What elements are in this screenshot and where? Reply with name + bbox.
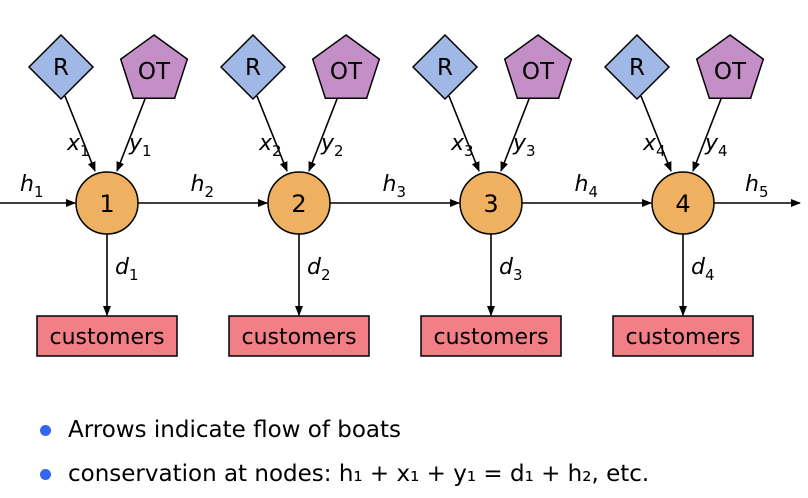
h-label: h5 xyxy=(745,172,769,201)
ot-pentagon-shape xyxy=(503,34,573,100)
h-label: h2 xyxy=(191,172,215,201)
customers-rect xyxy=(612,315,754,357)
bullet-item-conservation: conservation at nodes: h₁ + x₁ + y₁ = d₁… xyxy=(40,452,649,496)
flow-arrows: h1 h2 h3 h4 h5 xyxy=(0,172,801,207)
x-arrow xyxy=(640,95,672,172)
x-label: x4 xyxy=(642,131,666,160)
y-label: y3 xyxy=(512,131,536,160)
h-label: h3 xyxy=(383,172,407,201)
bullet-list: Arrows indicate flow of boats conservati… xyxy=(40,408,649,496)
bullet-suffix: , etc. xyxy=(591,461,650,487)
stage-3: R OT x3 y3 3 d3 customers xyxy=(411,33,573,357)
customers-rect xyxy=(420,315,562,357)
y-arrow xyxy=(692,98,722,172)
customers-box: customers xyxy=(36,315,178,357)
r-diamond-shape xyxy=(219,33,287,101)
h-label: h1 xyxy=(20,172,44,201)
stage-2: R OT x2 y2 2 d2 customers xyxy=(219,33,381,357)
r-diamond-label: R xyxy=(53,55,69,81)
r-diamond: R xyxy=(27,33,95,101)
customers-label: customers xyxy=(433,325,548,350)
bullet-icon xyxy=(40,469,51,480)
x-label: x3 xyxy=(450,131,474,160)
x-label: x1 xyxy=(66,131,90,160)
ot-pentagon: OT xyxy=(695,34,765,100)
r-diamond: R xyxy=(603,33,671,101)
node-3: 3 xyxy=(459,171,523,235)
r-diamond-shape xyxy=(603,33,671,101)
r-diamond-label: R xyxy=(245,55,261,81)
y-arrow xyxy=(308,98,338,172)
customers-label: customers xyxy=(625,325,740,350)
r-diamond-shape xyxy=(27,33,95,101)
customers-box: customers xyxy=(228,315,370,357)
y-arrow xyxy=(116,98,146,172)
customers-box: customers xyxy=(612,315,754,357)
h-flow-4: h4 xyxy=(522,172,652,207)
ot-pentagon: OT xyxy=(311,34,381,100)
y-label: y1 xyxy=(128,131,152,160)
h-label: h4 xyxy=(575,172,599,201)
node-label: 2 xyxy=(291,190,306,218)
x-arrow xyxy=(64,95,96,172)
bullet-text: Arrows indicate flow of boats xyxy=(68,417,402,443)
d-label: d2 xyxy=(307,255,331,284)
y-label: y4 xyxy=(704,131,728,160)
h-flow-5: h5 xyxy=(714,172,801,207)
stage-1: R OT x1 y1 1 d1 customers xyxy=(27,33,189,357)
d-label: d3 xyxy=(499,255,523,284)
h-flow-1: h1 xyxy=(0,172,76,207)
r-diamond: R xyxy=(219,33,287,101)
x-arrow xyxy=(256,95,288,172)
d-label: d4 xyxy=(691,255,715,284)
h-flow-2: h2 xyxy=(138,172,268,207)
ot-pentagon-label: OT xyxy=(522,59,555,85)
customers-box: customers xyxy=(420,315,562,357)
bullet-icon xyxy=(40,425,51,436)
h-flow-3: h3 xyxy=(330,172,460,207)
node-1: 1 xyxy=(75,171,139,235)
ot-pentagon-shape xyxy=(311,34,381,100)
r-diamond-label: R xyxy=(437,55,453,81)
node-4: 4 xyxy=(651,171,715,235)
customers-label: customers xyxy=(241,325,356,350)
ot-pentagon: OT xyxy=(119,34,189,100)
ot-pentagon-shape xyxy=(119,34,189,100)
x-label: x2 xyxy=(258,131,282,160)
ot-pentagon-label: OT xyxy=(138,59,171,85)
x-arrow xyxy=(448,95,480,172)
flow-diagram: h1 h2 h3 h4 h5 R OT x1 y1 1 d1 customers R OT x2 y2 2 d2… xyxy=(0,33,801,357)
node-label: 1 xyxy=(99,190,114,218)
r-diamond-shape xyxy=(411,33,479,101)
bullet-prefix: conservation at nodes: xyxy=(68,461,339,487)
r-diamond: R xyxy=(411,33,479,101)
stage-4: R OT x4 y4 4 d4 customers xyxy=(603,33,765,357)
node-2: 2 xyxy=(267,171,331,235)
ot-pentagon-label: OT xyxy=(714,59,747,85)
bullet-item-flow: Arrows indicate flow of boats xyxy=(40,408,649,452)
y-label: y2 xyxy=(320,131,344,160)
ot-pentagon-shape xyxy=(695,34,765,100)
customers-rect xyxy=(228,315,370,357)
ot-pentagon-label: OT xyxy=(330,59,363,85)
ot-pentagon: OT xyxy=(503,34,573,100)
d-label: d1 xyxy=(115,255,139,284)
y-arrow xyxy=(500,98,530,172)
customers-rect xyxy=(36,315,178,357)
conservation-equation: h₁ + x₁ + y₁ = d₁ + h₂ xyxy=(338,461,592,487)
stages: R OT x1 y1 1 d1 customers R OT x2 y2 2 d2 customers R O… xyxy=(27,33,765,357)
customers-label: customers xyxy=(49,325,164,350)
r-diamond-label: R xyxy=(629,55,645,81)
node-label: 4 xyxy=(675,190,690,218)
node-label: 3 xyxy=(483,190,498,218)
